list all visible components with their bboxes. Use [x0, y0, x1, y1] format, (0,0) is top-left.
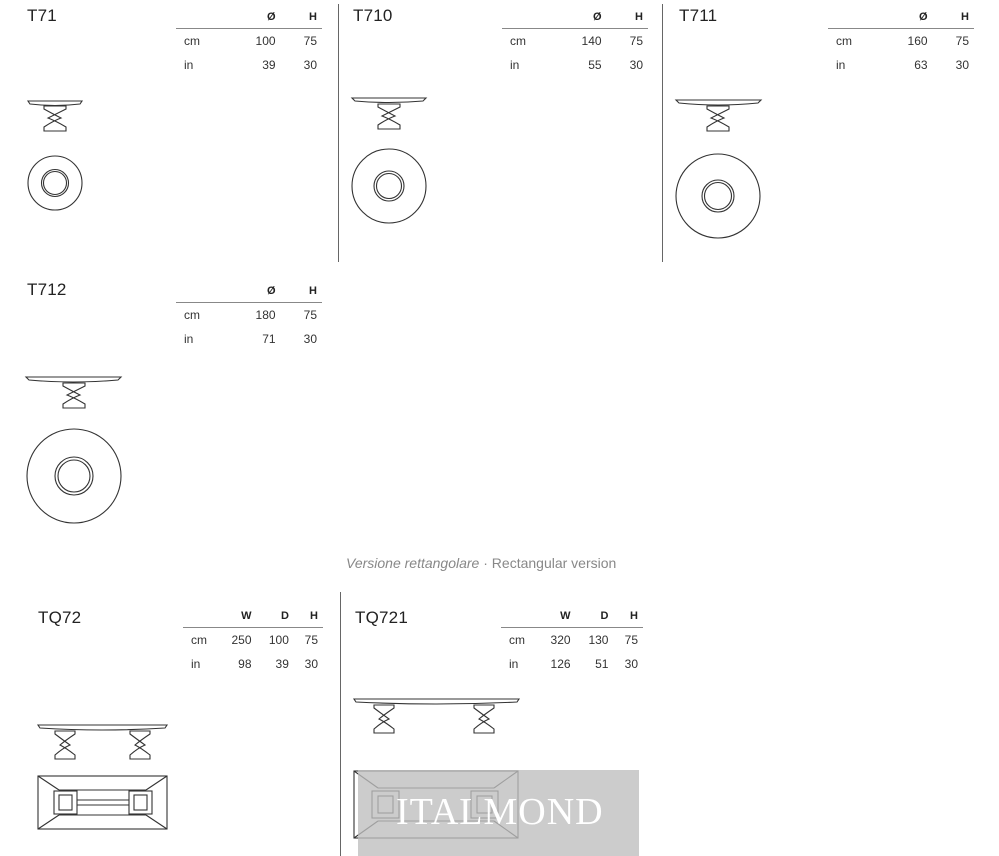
caption-separator: · — [479, 555, 492, 571]
model-name-tq721: TQ721 — [355, 608, 408, 627]
model-name-t711: T711 — [679, 6, 718, 25]
watermark-text: ITALMOND — [396, 791, 604, 833]
model-name-t712: T712 — [27, 280, 67, 299]
column-divider — [338, 4, 339, 262]
model-name-t71: T71 — [27, 6, 57, 25]
caption-italian: Versione rettangolare — [346, 555, 480, 571]
column-divider — [662, 4, 663, 262]
section-caption-rectangular: Versione rettangolare · Rectangular vers… — [346, 555, 616, 571]
model-name-tq72: TQ72 — [38, 608, 82, 627]
watermark-overlay: ITALMOND — [358, 770, 639, 856]
model-name-t710: T710 — [353, 6, 393, 25]
caption-english: Rectangular version — [491, 555, 617, 571]
column-divider — [340, 592, 341, 856]
